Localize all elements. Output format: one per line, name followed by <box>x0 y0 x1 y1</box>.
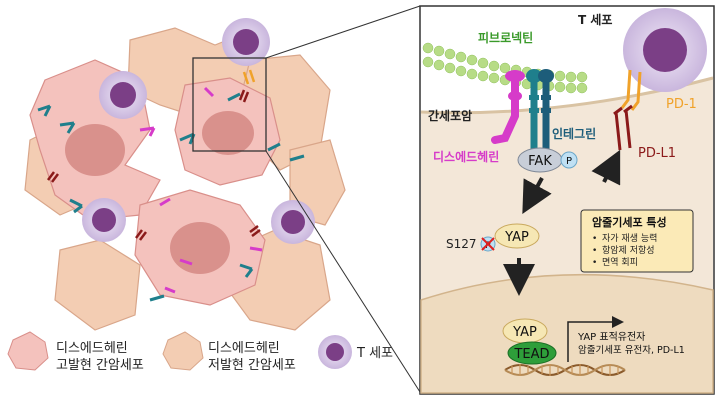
tead-protein: TEAD <box>507 341 557 365</box>
target-genes-label: YAP 표적유전자 <box>577 331 645 343</box>
pd1-label: PD-1 <box>666 97 697 112</box>
integrin-receptor-large <box>526 69 554 150</box>
t-cell <box>222 18 270 66</box>
stemness-item: 항암제 저항성 <box>602 244 655 256</box>
pd1-receptor <box>242 69 256 85</box>
stemness-bullet: • <box>592 258 597 268</box>
desmoglein-receptor <box>139 86 263 294</box>
stemness-bullet: • <box>592 246 597 256</box>
fibronectin-label: 피브로넥틴 <box>478 30 533 45</box>
pdl1-label: PD-L1 <box>638 146 676 161</box>
integrin-receptor <box>37 92 305 302</box>
legend-low-line1: 디스에드헤린 <box>208 341 280 356</box>
integrin-label: 인테그린 <box>552 126 596 141</box>
legend-high-swatch <box>7 331 49 371</box>
zoom-box <box>192 57 267 152</box>
tead-label: TEAD <box>513 347 549 362</box>
legend-tcell: T 세포 <box>356 346 393 361</box>
phospho-crossed: P <box>480 236 496 252</box>
legend-tcell-swatch <box>318 335 352 369</box>
phospho-small-label: P <box>485 241 491 251</box>
yap-cytoplasmic: YAP <box>494 223 540 249</box>
t-cell-label: T 세포 <box>578 12 612 27</box>
yap-nuclear: YAP <box>502 318 548 344</box>
stemness-item: 자가 재생 능력 <box>602 232 657 244</box>
nucleus <box>420 273 714 394</box>
yap-label: YAP <box>504 230 529 245</box>
t-cell <box>271 200 315 244</box>
arrow-fak-to-yap <box>522 177 552 215</box>
pd1-receptor-large <box>620 69 642 111</box>
desmoglein-label: 디스에드헤린 <box>433 149 499 164</box>
arrow-to-pdl1 <box>591 149 621 186</box>
stemness-bullet: • <box>592 234 597 244</box>
detail-panel: T 세포 피브로넥틴 PD-1 PD-L1 <box>419 5 715 395</box>
pdl1-receptor <box>47 89 261 241</box>
t-cell-large <box>623 8 707 92</box>
cell-nucleus <box>65 124 125 176</box>
legend-high-line1: 디스에드헤린 <box>56 341 128 356</box>
desmoglein-receptor-large <box>491 70 525 144</box>
t-cell <box>82 198 126 242</box>
hcc-label: 간세포암 <box>428 108 472 123</box>
t-cell <box>99 71 147 119</box>
dna-helix <box>504 364 626 376</box>
pdl1-receptor-large <box>613 104 633 151</box>
s127-label: S127 <box>446 237 477 251</box>
phospho-label: P <box>566 156 572 167</box>
zoom-line <box>265 5 421 59</box>
legend: 디스에드헤린 고발현 간암세포 디스에드헤린 저발현 간암세포 T 세포 <box>7 331 393 373</box>
fak-protein: FAK P <box>517 147 578 173</box>
cell-nucleus <box>202 111 254 155</box>
tumor-cluster <box>24 5 421 393</box>
stemness-box: 암줄기세포 특성 • 자가 재생 능력 • 항암제 저항성 • 면역 회피 <box>580 209 694 273</box>
fak-label: FAK <box>528 154 552 169</box>
stemness-title: 암줄기세포 특성 <box>592 215 667 229</box>
legend-high-line2: 고발현 간암세포 <box>56 358 144 373</box>
zoom-line <box>265 150 421 393</box>
legend-low-swatch <box>162 331 204 371</box>
nuclear-yap-label: YAP <box>512 325 537 340</box>
low-expression-cell <box>54 239 141 331</box>
target-genes-detail: 암줄기세포 유전자, PD-L1 <box>578 344 685 356</box>
legend-low-line2: 저발현 간암세포 <box>208 358 296 373</box>
cell-nucleus <box>170 222 230 274</box>
transcription-arrow <box>567 316 624 362</box>
stemness-item: 면역 회피 <box>602 257 638 268</box>
